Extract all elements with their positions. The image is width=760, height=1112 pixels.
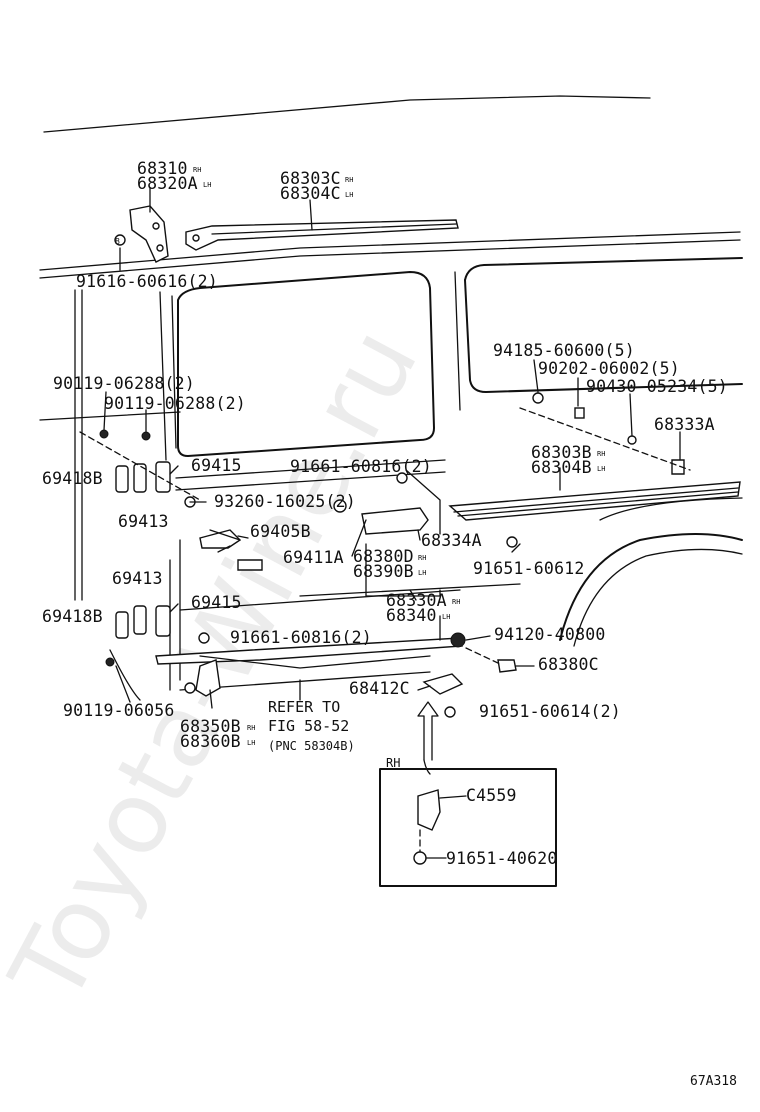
label-68304b: 68304B: [531, 458, 592, 477]
striker-group-upper: [79, 429, 201, 501]
label-91616-60616: 91616-60616(2): [76, 272, 218, 291]
label-69411a: 69411A: [283, 548, 344, 567]
mark-lh-68320a: LH: [203, 181, 211, 189]
label-93260-16025: 93260-16025(2): [214, 492, 356, 511]
mark-rh-68310: RH: [193, 166, 201, 174]
label-69415-lower: 69415: [191, 593, 242, 612]
label-68304c: 68304C: [280, 184, 341, 203]
mark-rh-68350b: RH: [247, 724, 255, 732]
box-title: RH: [386, 756, 400, 770]
label-94185-60600: 94185-60600(5): [493, 341, 635, 360]
refer-line-3: (PNC 58304B): [268, 739, 355, 753]
label-90430-05234: 90430-05234(5): [586, 377, 728, 396]
label-68380c: 68380C: [538, 655, 599, 674]
figure-code: 67A318: [690, 1074, 737, 1089]
bolt-91661-lower: [198, 632, 210, 644]
handle-68380d: [333, 472, 429, 535]
label-69418b-upper: 69418B: [42, 469, 103, 488]
svg-text:B: B: [115, 237, 120, 246]
label-68330a: 68330A: [386, 591, 447, 610]
bracket-69411a: [237, 559, 263, 571]
label-c4559: C4559: [466, 786, 517, 805]
mark-lh-68304c: LH: [345, 191, 353, 199]
plug-94120: [450, 632, 517, 673]
center-rail-68303b: [448, 481, 741, 521]
label-68333a: 68333A: [654, 415, 715, 434]
mark-rh-68330a: RH: [452, 598, 460, 606]
label-90119-06288-b: 90119-06288(2): [104, 394, 246, 413]
label-68320a: 68320A: [137, 174, 198, 193]
latch-69405b: [184, 496, 242, 549]
nut-91651-60612: [506, 536, 518, 548]
mark-lh-68360b: LH: [247, 739, 255, 747]
label-69413-lower: 69413: [112, 569, 163, 588]
label-91651-60612: 91651-60612: [473, 559, 584, 578]
label-68340: 68340: [386, 606, 437, 625]
striker-group-lower: [105, 605, 171, 667]
fastener-group-right: [519, 392, 691, 475]
label-68360b: 68360B: [180, 732, 241, 751]
mark-rh-68303b: RH: [597, 450, 605, 458]
mark-lh-68340: LH: [442, 613, 450, 621]
mark-lh-68304b: LH: [597, 465, 605, 473]
upper-rail-68303c: [185, 219, 459, 251]
label-91661-60816-upper: 91661-60816(2): [290, 457, 432, 476]
label-68334a: 68334A: [421, 531, 482, 550]
detail-arrow: [417, 701, 439, 775]
label-91651-40620: 91651-40620: [446, 849, 557, 868]
bracket-68412c: [422, 673, 464, 718]
label-90119-06056: 90119-06056: [63, 701, 174, 720]
label-69413-upper: 69413: [118, 512, 169, 531]
watermark-text: Toyota-Wine.ru: [0, 310, 440, 1023]
label-68303c: 68303C: [280, 169, 341, 188]
label-69418b-lower: 69418B: [42, 607, 103, 626]
label-68380d: 68380D: [353, 547, 414, 566]
label-91651-60614: 91651-60614(2): [479, 702, 621, 721]
mark-rh-68380d: RH: [418, 554, 426, 562]
mark-rh-68303c: RH: [345, 176, 353, 184]
label-94120-40800: 94120-40800: [494, 625, 605, 644]
mark-lh-68390b: LH: [418, 569, 426, 577]
part-labels: 68310 RH 68320A LH 68303C RH 68304C LH 9…: [42, 159, 737, 1089]
label-69405b: 69405B: [250, 522, 311, 541]
leader-lines: [103, 187, 681, 709]
bracket-68350b: [184, 659, 221, 697]
label-68390b: 68390B: [353, 562, 414, 581]
label-68303b: 68303B: [531, 443, 592, 462]
label-68350b: 68350B: [180, 717, 241, 736]
label-90202-06002: 90202-06002(5): [538, 359, 680, 378]
rh-detail-box: RH: [379, 756, 557, 887]
hinge-bracket-68310: B: [114, 205, 169, 263]
label-90119-06288-a: 90119-06288(2): [53, 374, 195, 393]
refer-line-1: REFER TO: [268, 698, 340, 716]
label-68310: 68310: [137, 159, 188, 178]
refer-line-2: FIG 58-52: [268, 717, 349, 735]
label-91661-60816-lower: 91661-60816(2): [230, 628, 372, 647]
label-68412c: 68412C: [349, 679, 410, 698]
label-69415-upper: 69415: [191, 456, 242, 475]
